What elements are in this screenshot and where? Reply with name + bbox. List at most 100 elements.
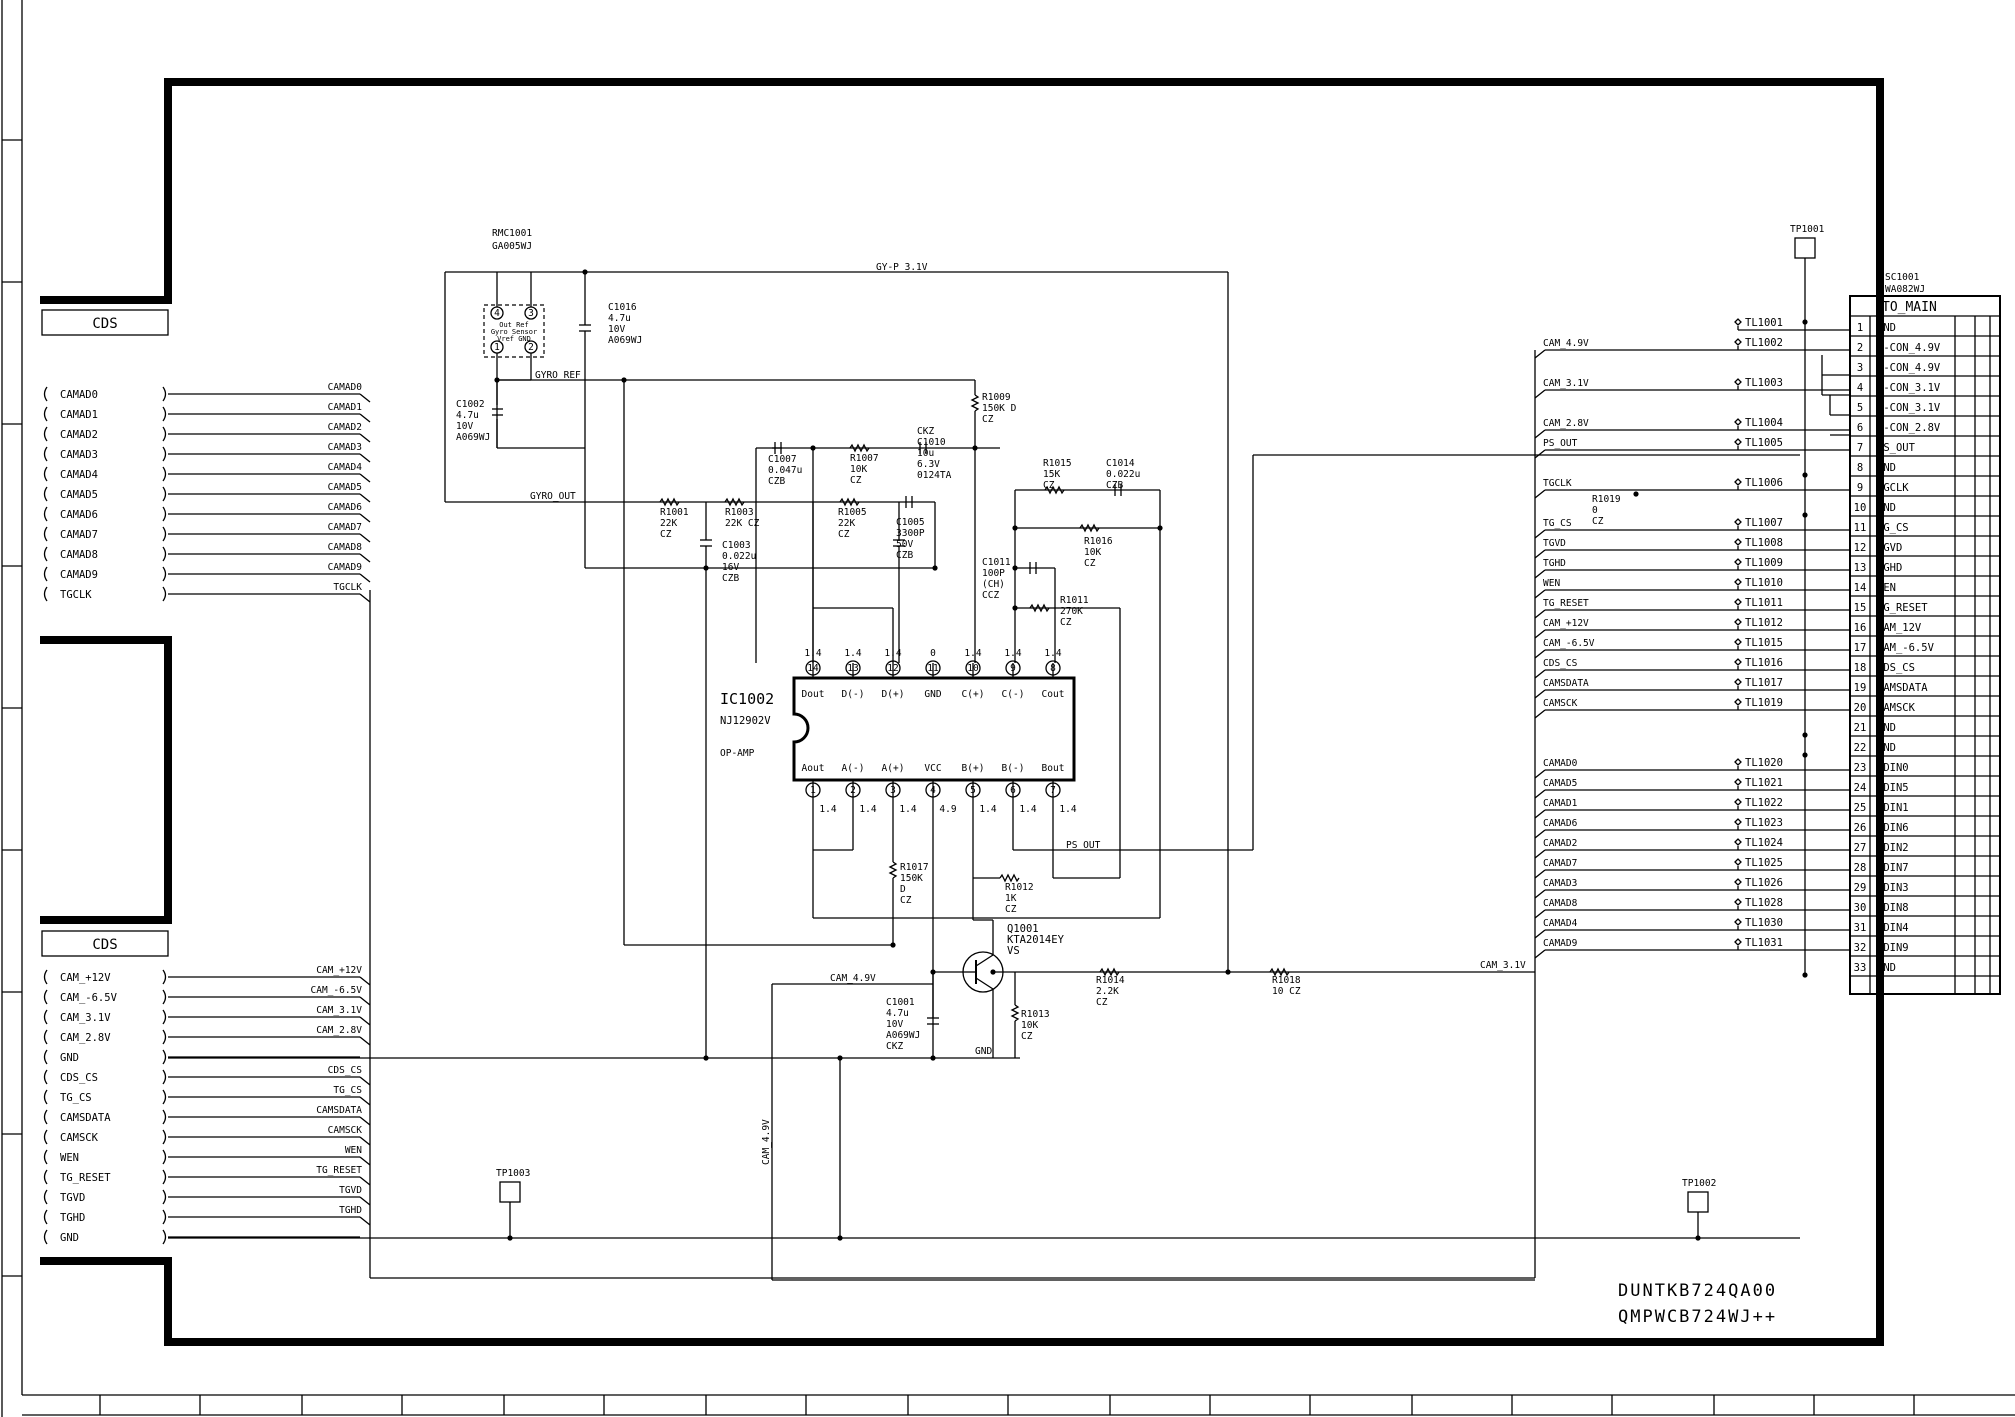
test-land-net-5: TGCLK [1543,478,1572,489]
test-land-net-11: CAM_+12V [1543,618,1589,629]
test-land-net-24: CAMAD4 [1543,918,1578,929]
conn-pin-name-24: ADIN1 [1877,802,1909,814]
r1019-0: R1019 [1592,494,1621,505]
cds1-pin-6-label: CAMAD6 [60,509,98,521]
conn-pin-num-1: 2 [1857,342,1863,354]
cds-box-1 [41,309,169,336]
c1016-2: 10V [608,324,625,335]
conn-pin-name-32: GND [1877,962,1896,974]
test-land-net-7: TGVD [1543,538,1566,549]
cds1-pin-4-net: CAMAD4 [328,462,363,473]
cds2-pin-8-net: CAMSCK [328,1125,363,1136]
ic-top-pin-num-5: 9 [1010,663,1016,674]
c1010-4: 0124TA [917,470,952,481]
c1003-2: 16V [722,562,739,573]
conn-pin-num-15: 16 [1854,622,1867,634]
cds1-pin-1-net: CAMAD1 [328,402,363,413]
c1011-2: (CH) [982,579,1005,590]
ic-top-pin-num-3: 11 [927,663,939,674]
cds1-pin-3-label: CAMAD3 [60,449,98,461]
conn-pin-num-11: 12 [1854,542,1867,554]
conn-pin-name-23: ADIN5 [1877,782,1909,794]
gyro-pin-4: 4 [494,308,500,319]
conn-pin-name-4: P-CON_3.1V [1877,402,1941,414]
net-cam31: CAM_3.1V [1480,960,1526,971]
r1013-2: CZ [1021,1031,1033,1042]
tp1001: TP1001 [1790,224,1825,320]
cds-box-2-label: CDS [92,937,117,953]
cds2-pin-6-label: TG_CS [60,1092,92,1104]
conn-pin-num-9: 10 [1854,502,1867,514]
test-land-label-23: TL1028 [1745,897,1783,909]
cds2-pin-9-label: WEN [60,1152,79,1164]
ic-top-pin-name-3: GND [924,689,941,700]
cds2-pin-13-label: GND [60,1232,79,1244]
r1003-0: R1003 [725,507,754,518]
ic-bottom-pin-name-3: VCC [924,763,941,774]
r1007-0: R1007 [850,453,879,464]
conn-pin-name-6: PS_OUT [1877,442,1916,454]
r1013-0: R1013 [1021,1009,1050,1020]
r1011-2: CZ [1060,617,1072,628]
r1011-0: R1011 [1060,595,1089,606]
conn-pin-name-9: GND [1877,502,1896,514]
r1012-2: CZ [1005,904,1017,915]
ic-top-pin-volt-2: 1.4 [884,648,901,659]
net-gyro-out: GYRO_OUT [530,491,576,502]
r1014-2: CZ [1096,997,1108,1008]
gyro-part: GA005WJ [492,241,532,252]
test-land-net-19: CAMAD6 [1543,818,1578,829]
ic-bottom-pin-num-6: 7 [1050,785,1056,796]
cds1-pin-4-label: CAMAD4 [60,469,98,481]
cds1-pin-0-label: CAMAD0 [60,389,98,401]
r1014-1: 2.2K [1096,986,1119,997]
cds2-pin-4-label: GND [60,1052,79,1064]
test-land-label-4: TL1005 [1745,437,1783,449]
test-land-label-17: TL1021 [1745,777,1783,789]
conn-pin-name-12: TGHD [1877,562,1902,574]
gyro-text-3: Vref GND [497,335,531,343]
cds-box-2 [41,930,169,957]
cds1-pin-7-net: CAMAD7 [328,522,362,533]
conn-pin-name-16: CAM_-6.5V [1877,642,1935,654]
q1001-2: VS [1007,945,1020,957]
conn-pin-num-17: 18 [1854,662,1867,674]
conn-pin-name-3: P-CON_3.1V [1877,382,1941,394]
conn-pin-num-18: 19 [1854,682,1867,694]
cds1-pin-9-net: CAMAD9 [328,562,363,573]
r1003-1: 22K CZ [725,518,760,529]
net-gyp: GY-P_3.1V [876,262,928,273]
conn-pin-name-2: P-CON_4.9V [1877,362,1941,374]
conn-pin-num-13: 14 [1854,582,1867,594]
c1002-2: 10V [456,421,473,432]
cds2-pin-9-net: WEN [345,1145,362,1156]
connector-ref: SC1001 [1885,272,1920,283]
c1016-1: 4.7u [608,313,631,324]
cds1-pin-0-net: CAMAD0 [328,382,363,393]
test-land-label-3: TL1004 [1745,417,1783,429]
c1011-3: CCZ [982,590,999,601]
conn-pin-num-24: 25 [1854,802,1867,814]
ic-top-pin-num-1: 13 [847,663,858,674]
ic-top-pin-volt-0: 1.4 [804,648,821,659]
conn-pin-num-3: 4 [1857,382,1863,394]
conn-pin-num-2: 3 [1857,362,1863,374]
ic-bottom-pin-volt-6: 1.4 [1059,804,1076,815]
cds2-pin-12-label: TGHD [60,1212,85,1224]
r1018-1: 10 CZ [1272,986,1301,997]
